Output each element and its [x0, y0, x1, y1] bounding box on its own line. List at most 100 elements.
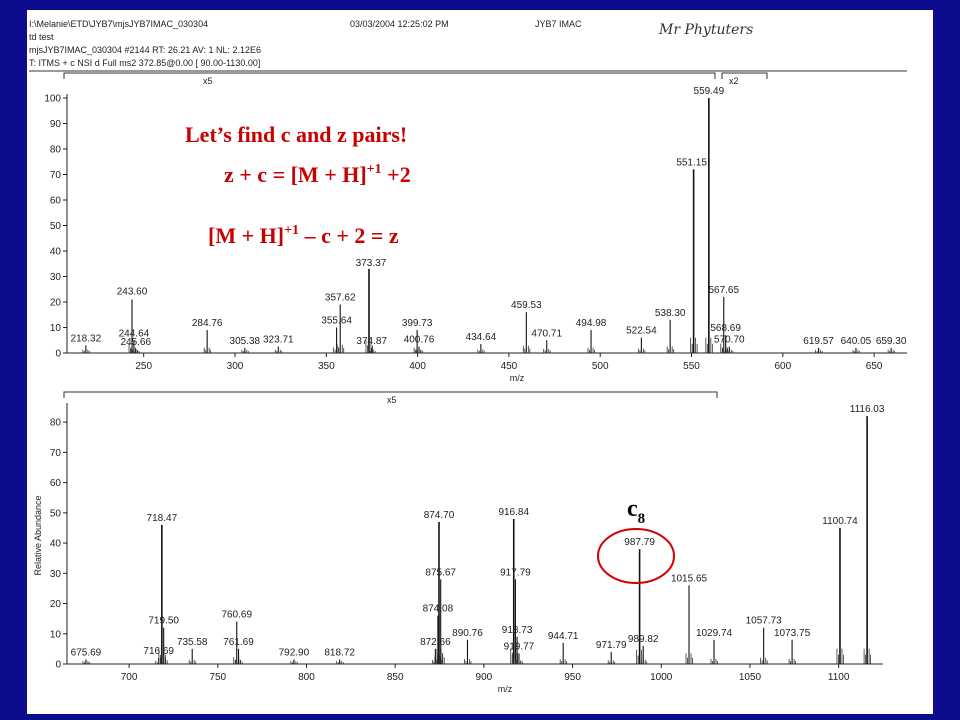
peak-label: 1015.65 — [671, 573, 708, 584]
header-instrument: JYB7 IMAC — [535, 19, 582, 29]
x-tick-label: 500 — [592, 361, 609, 372]
x-tick-label: 700 — [121, 672, 138, 683]
peak-label: 718.47 — [147, 513, 178, 524]
x-tick-label: 600 — [774, 361, 791, 372]
peak-label: 470.71 — [531, 328, 562, 339]
peak-label: 659.30 — [876, 336, 907, 347]
x-tick-label: 1100 — [828, 672, 850, 683]
peak-label: 357.62 — [325, 293, 356, 304]
spectrum-figure: I:\Melanie\ETD\JYB7\mjsJYB7IMAC_030304 0… — [29, 19, 907, 694]
peak-label: 459.53 — [511, 300, 542, 311]
c8-label: c8 — [627, 496, 645, 527]
x-tick-label: 300 — [227, 361, 244, 372]
y-tick-label: 0 — [55, 660, 61, 671]
x-tick-label: 1000 — [650, 672, 673, 683]
peak-label: 761.69 — [223, 637, 254, 648]
y-tick-label: 100 — [44, 94, 61, 105]
spectrum-printout: I:\Melanie\ETD\JYB7\mjsJYB7IMAC_030304 0… — [27, 10, 933, 714]
peak-label: 619.57 — [803, 336, 834, 347]
y-tick-label: 60 — [50, 196, 62, 207]
equation-2-charge: +1 — [284, 223, 299, 238]
peak-label: 522.54 — [626, 326, 657, 337]
peak-label: 675.69 — [71, 647, 102, 658]
x-tick-label: 650 — [866, 361, 883, 372]
x-tick-label: 850 — [387, 672, 404, 683]
peak-label: 719.50 — [148, 616, 179, 627]
y-tick-label: 60 — [50, 478, 62, 489]
zoom-factor-label: x2 — [729, 76, 739, 86]
zoom-factor-label: x5 — [203, 76, 213, 86]
x-tick-label: 900 — [476, 672, 493, 683]
y-tick-label: 20 — [50, 298, 62, 309]
y-tick-label: 80 — [50, 418, 62, 429]
x-tick-label: 950 — [564, 672, 581, 683]
y-tick-label: 30 — [50, 569, 62, 580]
peak-label: 559.49 — [694, 86, 725, 97]
y-tick-label: 10 — [50, 323, 62, 334]
x-tick-label: 750 — [209, 672, 226, 683]
peak-label: 875.67 — [425, 567, 456, 578]
header-scan-info: mjsJYB7IMAC_030304 #2144 RT: 26.21 AV: 1… — [29, 45, 261, 55]
y-tick-label: 80 — [50, 145, 62, 156]
y-tick-label: 70 — [50, 448, 62, 459]
peak-label: 874.70 — [424, 510, 455, 521]
zoom-bracket — [63, 72, 716, 79]
peak-label: 1116.03 — [850, 404, 885, 415]
peak-label: 735.58 — [177, 637, 208, 648]
peak-label: 243.60 — [117, 286, 148, 297]
x-tick-label: 550 — [683, 361, 700, 372]
equation-2-main: [M + H] — [208, 223, 284, 248]
annotation-title: Let’s find c and z pairs! — [185, 122, 407, 147]
x-tick-label: 450 — [501, 361, 518, 372]
peak-label: 305.38 — [230, 336, 261, 347]
peak-label: 890.76 — [452, 628, 483, 639]
peak-label: 1029.74 — [696, 628, 733, 639]
peak-label: 494.98 — [576, 318, 607, 329]
y-tick-label: 20 — [50, 599, 62, 610]
equation-1-main: z + c = [M + H] — [224, 162, 367, 187]
x-tick-label: 1050 — [739, 672, 762, 683]
header-datetime: 03/03/2004 12:25:02 PM — [350, 19, 449, 29]
peak-label: 792.90 — [279, 647, 310, 658]
peak-label: 244.64 — [119, 328, 150, 339]
header-line2: td test — [29, 32, 54, 42]
peak-label: 218.32 — [71, 333, 102, 344]
x-tick-label: 250 — [135, 361, 152, 372]
x-axis-title: m/z — [498, 684, 513, 694]
peak-label: 760.69 — [221, 610, 252, 621]
y-tick-label: 0 — [55, 349, 61, 360]
peak-label: 874.08 — [423, 604, 454, 615]
peak-label: 872.66 — [420, 637, 451, 648]
y-tick-label: 30 — [50, 272, 62, 283]
peak-label: 919.77 — [504, 641, 535, 652]
header-path: I:\Melanie\ETD\JYB7\mjsJYB7IMAC_030304 — [29, 19, 208, 29]
peak-label: 355.64 — [321, 316, 352, 327]
y-tick-label: 50 — [50, 508, 62, 519]
annotation-equation-2: [M + H]+1 – c + 2 = z — [208, 223, 399, 248]
peak-label: 971.79 — [596, 640, 627, 651]
equation-2-tail: – c + 2 = z — [299, 223, 399, 248]
equation-1-tail: +2 — [382, 162, 411, 187]
peak-label: 570.70 — [714, 335, 745, 346]
peak-label: 538.30 — [655, 308, 686, 319]
equation-1-charge: +1 — [367, 162, 382, 177]
peak-label: 323.71 — [263, 335, 294, 346]
x-tick-label: 800 — [298, 672, 315, 683]
c8-letter: c — [627, 496, 638, 522]
y-tick-label: 90 — [50, 119, 62, 130]
peak-label: 399.73 — [402, 318, 433, 329]
peak-label: 374.87 — [356, 336, 387, 347]
peak-label: 1100.74 — [822, 516, 858, 527]
zoom-bracket — [721, 72, 768, 79]
y-tick-label: 70 — [50, 170, 62, 181]
peak-label: 917.79 — [500, 567, 531, 578]
peak-label: 400.76 — [404, 335, 435, 346]
peak-label: 1057.73 — [746, 616, 783, 627]
peak-label: 245.66 — [120, 337, 151, 348]
y-tick-label: 40 — [50, 247, 62, 258]
peak-label: 568.69 — [710, 323, 741, 334]
y-tick-label: 50 — [50, 221, 62, 232]
peak-label: 944.71 — [548, 631, 579, 642]
zoom-bracket — [63, 391, 718, 398]
